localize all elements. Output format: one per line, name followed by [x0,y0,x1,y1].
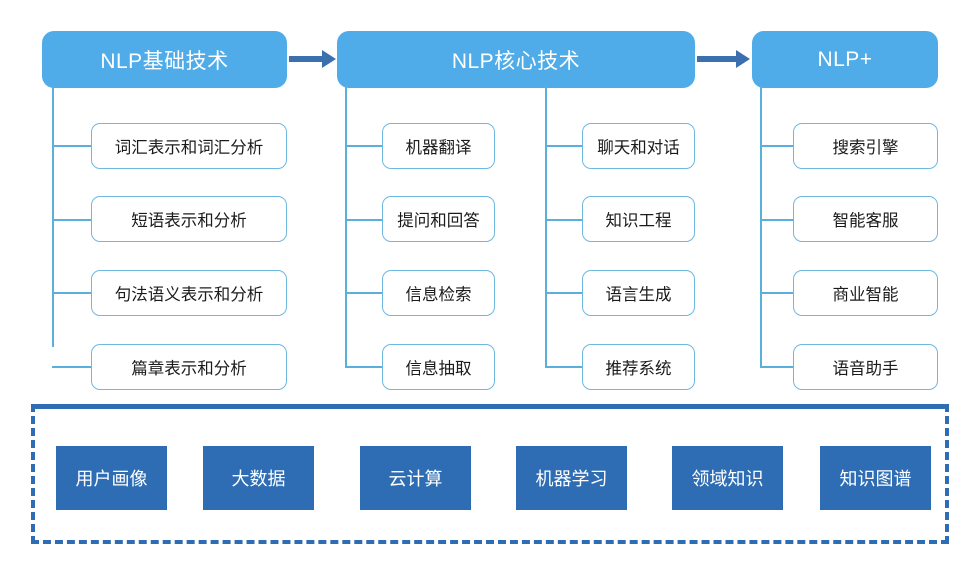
right-arrow-icon-basic-to-core [289,50,336,68]
leaf-box-nlp-plus-2[interactable]: 商业智能 [793,270,938,316]
foundation-label-1: 大数据 [231,469,286,489]
stub-line-nlp-basic-2 [52,292,92,295]
header-label-nlp-plus: NLP+ [817,47,873,71]
leaf-label-nlp-plus-2: 商业智能 [832,286,899,304]
leaf-box-nlp-plus-3[interactable]: 语音助手 [793,344,938,390]
trunk-line-nlp-plus [760,86,763,367]
header-box-nlp-basic[interactable]: NLP基础技术 [42,31,287,88]
leaf-box-nlp-core-b-3[interactable]: 推荐系统 [582,344,695,390]
stub-line-nlp-core-b-2 [545,292,583,295]
stub-line-nlp-basic-0 [52,145,92,148]
foundation-label-2: 云计算 [388,469,443,489]
leaf-label-nlp-basic-0: 词汇表示和词汇分析 [114,139,264,157]
stub-line-nlp-core-b-1 [545,219,583,222]
header-box-nlp-core[interactable]: NLP核心技术 [337,31,695,88]
stub-line-nlp-plus-3 [760,366,794,369]
foundation-box-2[interactable]: 云计算 [360,446,471,510]
leaf-box-nlp-basic-1[interactable]: 短语表示和分析 [91,196,287,242]
foundation-label-3: 机器学习 [535,469,608,489]
foundation-box-3[interactable]: 机器学习 [516,446,627,510]
leaf-label-nlp-core-a-3: 信息抽取 [405,360,472,378]
leaf-label-nlp-basic-1: 短语表示和分析 [131,212,247,230]
stub-line-nlp-core-a-2 [345,292,383,295]
leaf-box-nlp-core-b-0[interactable]: 聊天和对话 [582,123,695,169]
foundation-top-rule [34,404,946,409]
leaf-box-nlp-basic-3[interactable]: 篇章表示和分析 [91,344,287,390]
leaf-label-nlp-core-b-0: 聊天和对话 [597,139,680,157]
leaf-label-nlp-core-a-1: 提问和回答 [397,212,480,230]
foundation-box-0[interactable]: 用户画像 [56,446,167,510]
trunk-line-nlp-core-a [345,86,348,367]
stub-line-nlp-core-a-0 [345,145,383,148]
leaf-box-nlp-core-b-1[interactable]: 知识工程 [582,196,695,242]
foundation-box-4[interactable]: 领域知识 [672,446,783,510]
foundation-box-5[interactable]: 知识图谱 [820,446,931,510]
trunk-line-nlp-core-b [545,86,548,367]
leaf-box-nlp-basic-2[interactable]: 句法语义表示和分析 [91,270,287,316]
leaf-box-nlp-basic-0[interactable]: 词汇表示和词汇分析 [91,123,287,169]
foundation-label-0: 用户画像 [75,469,148,489]
trunk-line-nlp-basic [52,86,55,347]
foundation-band [31,404,949,544]
leaf-label-nlp-core-b-1: 知识工程 [605,212,672,230]
leaf-label-nlp-plus-1: 智能客服 [832,212,899,230]
leaf-box-nlp-core-a-3[interactable]: 信息抽取 [382,344,495,390]
leaf-label-nlp-core-a-2: 信息检索 [405,286,472,304]
leaf-label-nlp-basic-2: 句法语义表示和分析 [114,286,264,304]
leaf-box-nlp-plus-1[interactable]: 智能客服 [793,196,938,242]
leaf-box-nlp-core-a-0[interactable]: 机器翻译 [382,123,495,169]
stub-line-nlp-core-b-0 [545,145,583,148]
leaf-label-nlp-core-a-0: 机器翻译 [405,139,472,157]
leaf-box-nlp-core-a-1[interactable]: 提问和回答 [382,196,495,242]
stub-line-nlp-plus-2 [760,292,794,295]
foundation-label-5: 知识图谱 [839,469,912,489]
stub-line-nlp-plus-0 [760,145,794,148]
leaf-label-nlp-plus-3: 语音助手 [832,360,899,378]
leaf-box-nlp-core-b-2[interactable]: 语言生成 [582,270,695,316]
leaf-label-nlp-basic-3: 篇章表示和分析 [131,360,247,378]
stub-line-nlp-core-a-1 [345,219,383,222]
header-label-nlp-core: NLP核心技术 [451,49,581,73]
leaf-label-nlp-core-b-2: 语言生成 [605,286,672,304]
header-label-nlp-basic: NLP基础技术 [100,49,229,73]
right-arrow-icon-core-to-plus [697,50,750,68]
stub-line-nlp-core-a-3 [345,366,383,369]
leaf-label-nlp-plus-0: 搜索引擎 [832,139,899,157]
leaf-label-nlp-core-b-3: 推荐系统 [605,360,672,378]
stub-line-nlp-basic-1 [52,219,92,222]
foundation-label-4: 领域知识 [691,469,764,489]
stub-line-nlp-plus-1 [760,219,794,222]
leaf-box-nlp-core-a-2[interactable]: 信息检索 [382,270,495,316]
leaf-box-nlp-plus-0[interactable]: 搜索引擎 [793,123,938,169]
foundation-box-1[interactable]: 大数据 [203,446,314,510]
stub-line-nlp-basic-3 [52,366,92,369]
stub-line-nlp-core-b-3 [545,366,583,369]
header-box-nlp-plus[interactable]: NLP+ [752,31,938,88]
